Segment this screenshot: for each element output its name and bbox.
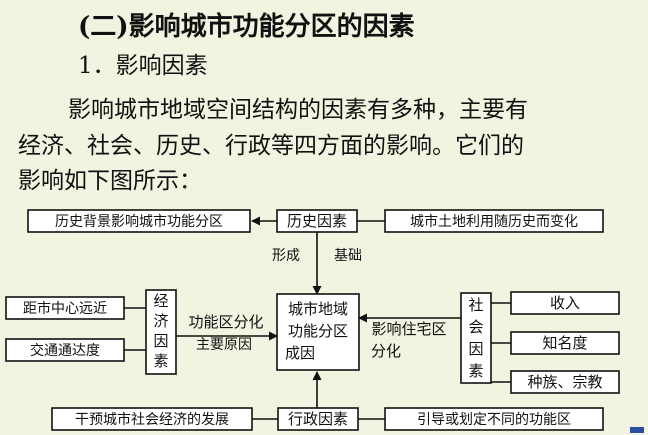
center-line-2: 功能分区 [288,322,348,340]
economic-char-1: 经 [153,292,168,310]
label-transport-access: 交通通达度 [30,342,100,359]
label-edge-foundation: 基础 [334,247,362,264]
label-edge-form: 形成 [272,248,300,264]
subsection-heading: 1．影响因素 [78,53,208,79]
box-history-background [27,209,251,233]
social-char-1: 社 [468,296,483,314]
right-edge-line-2: 分化 [371,342,401,360]
box-social-factor [460,292,492,384]
label-designate-zones: 引导或划定不同的功能区 [417,412,571,428]
right-edge-line-1: 影响住宅区 [371,320,446,338]
paragraph-line-3: 影响如下图所示： [18,168,202,194]
label-intervene-development: 干预城市社会经济的发展 [75,411,229,428]
social-char-3: 因 [468,340,483,358]
social-char-2: 会 [468,318,483,336]
label-history-background: 历史背景影响城市功能分区 [55,213,223,230]
label-admin-factor: 行政因素 [288,410,348,428]
label-history-factor: 历史因素 [287,212,347,230]
intro-paragraph: 影响城市地域空间结构的因素有多种，主要有 经济、社会、历史、行政等四方面的影响。… [0,0,648,200]
economic-char-4: 素 [153,352,168,370]
paragraph-line-1: 影响城市地域空间结构的因素有多种，主要有 [68,97,528,123]
section-heading: (二)影响城市功能分区的因素 [78,12,415,42]
label-distance-center: 距市中心远近 [23,300,107,317]
label-income: 收入 [550,294,580,312]
label-race-religion: 种族、宗教 [527,373,602,391]
left-edge-line-2: 主要原因 [196,337,252,353]
social-char-4: 素 [468,362,483,380]
label-land-use-change: 城市土地利用随历史而变化 [410,213,578,230]
box-economic-factor [145,289,177,375]
center-line-3: 成因 [285,344,315,362]
left-edge-line-1: 功能区分化 [188,313,263,331]
center-line-1: 城市地域 [288,300,348,318]
corner-mark [630,427,644,433]
label-reputation: 知名度 [542,334,587,352]
economic-char-2: 济 [153,312,168,330]
paragraph-line-2: 经济、社会、历史、行政等四方面的影响。它们的 [18,133,524,159]
economic-char-3: 因 [153,332,168,350]
